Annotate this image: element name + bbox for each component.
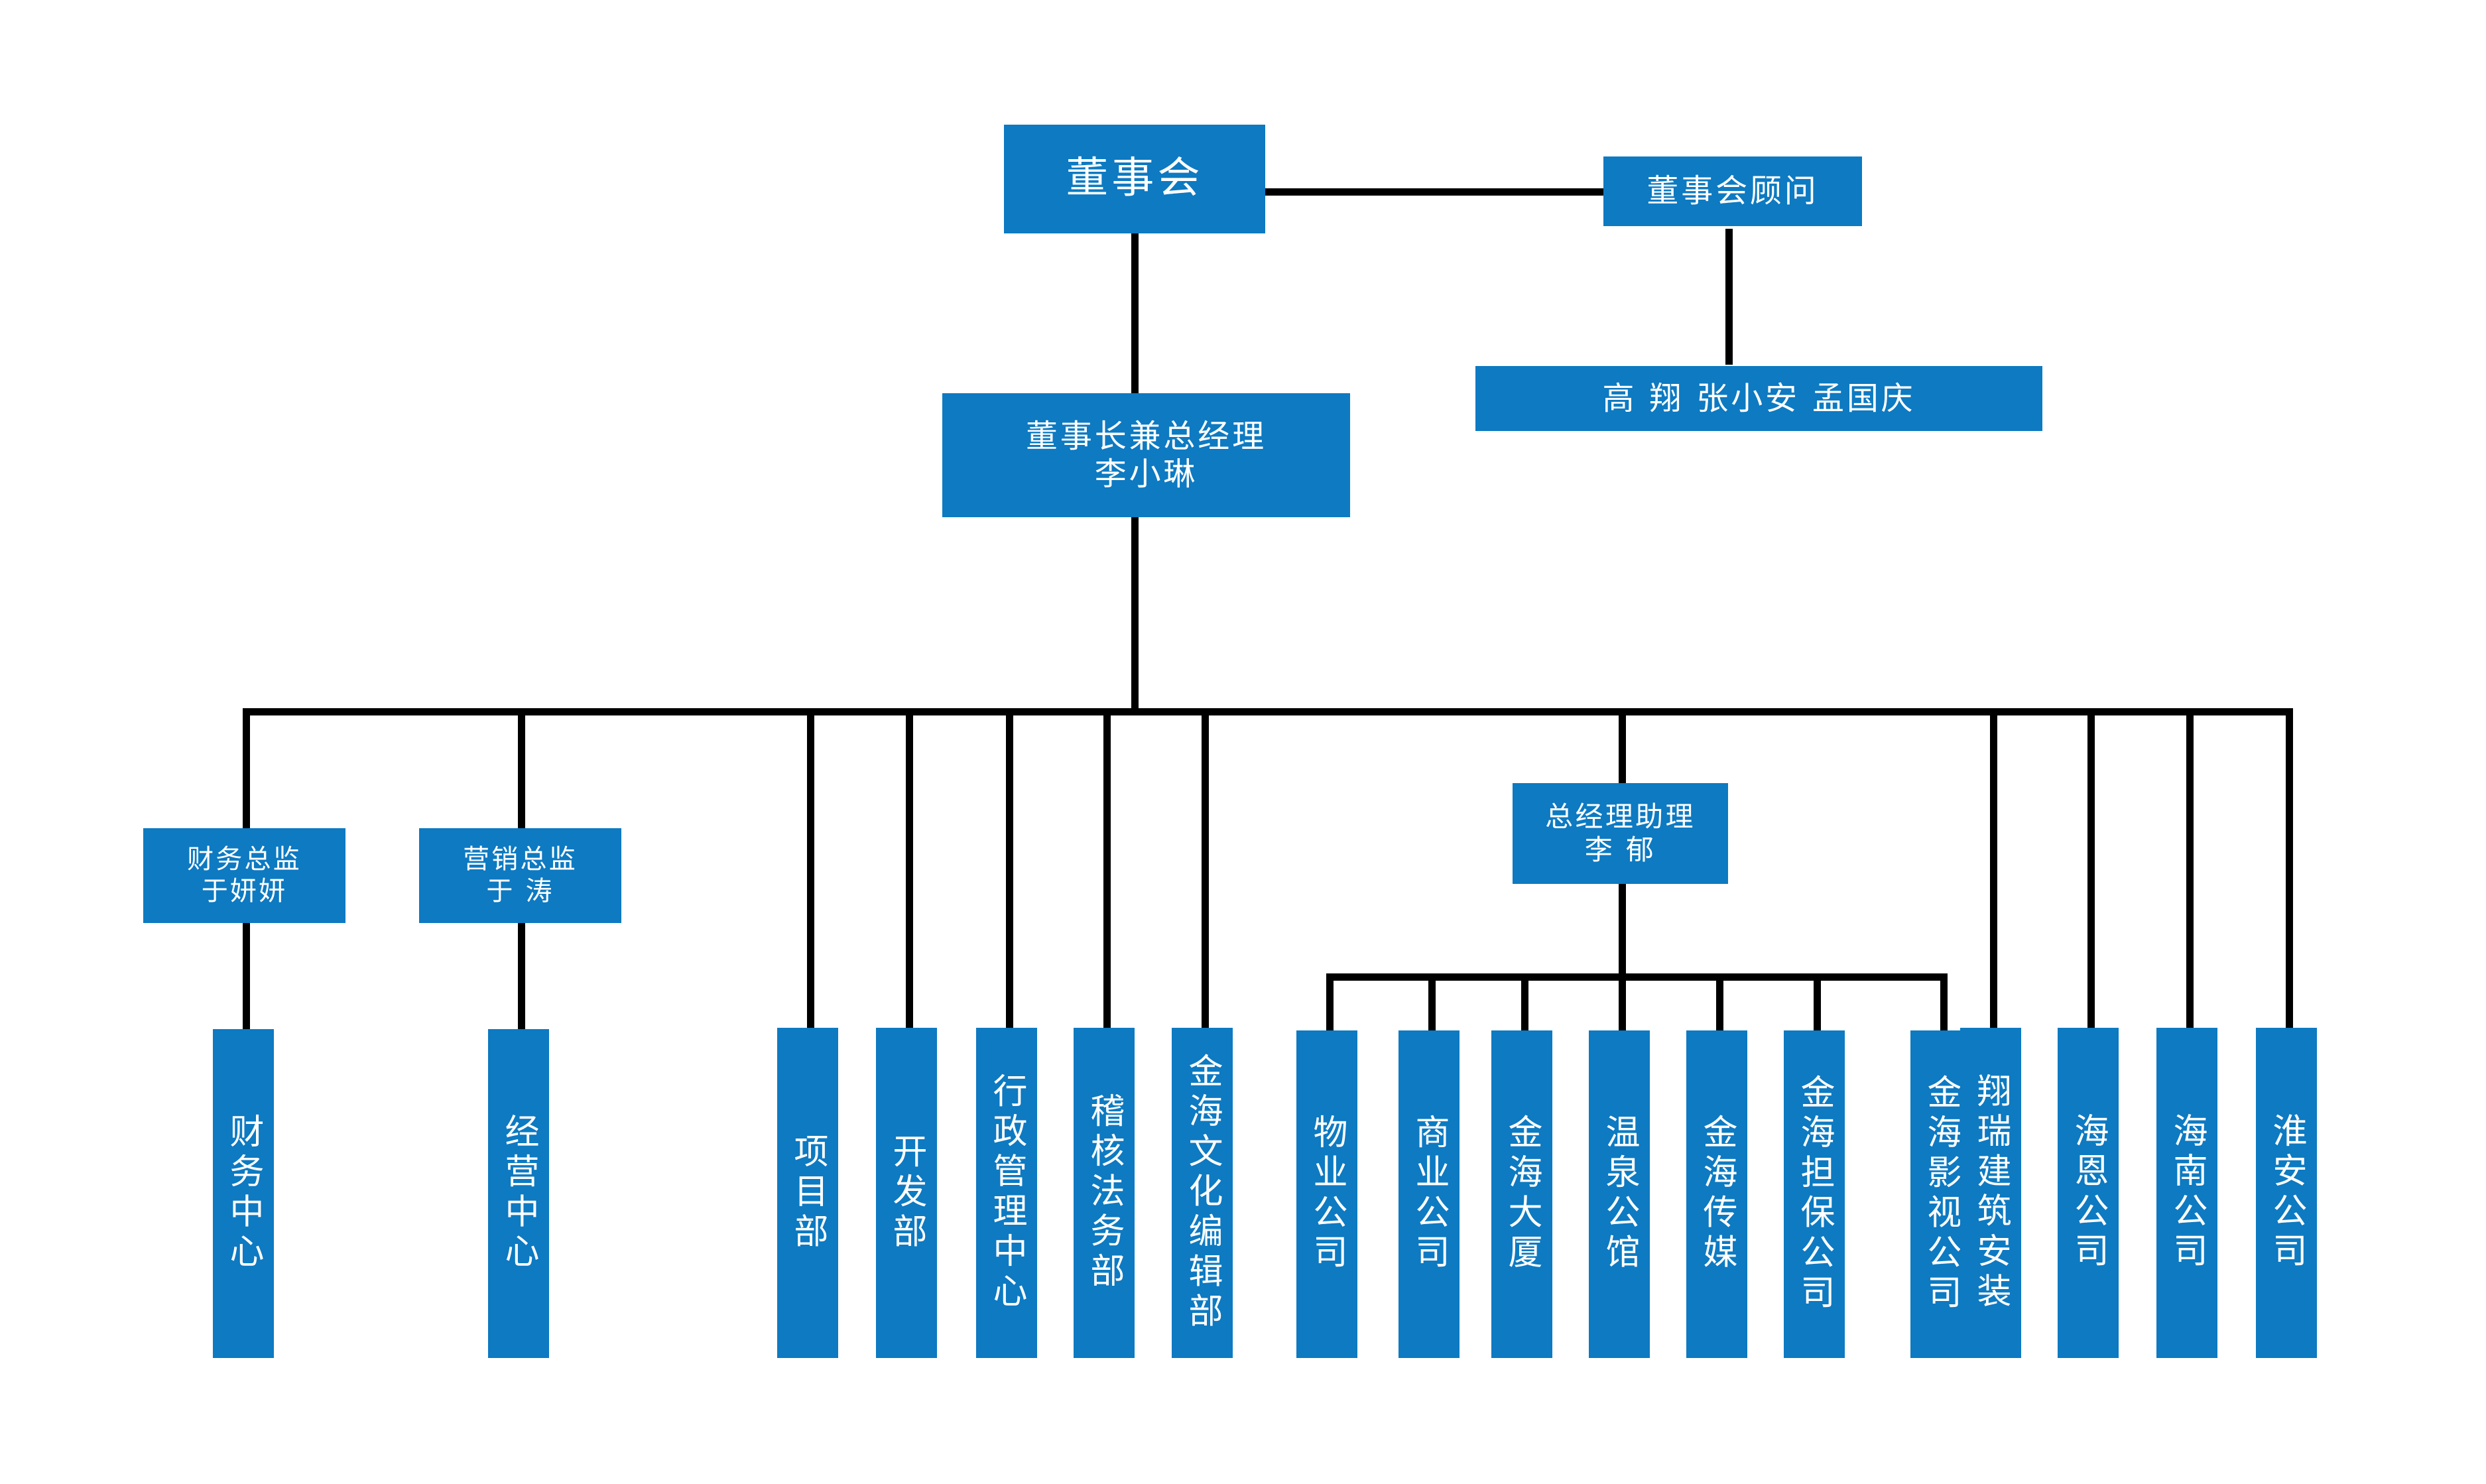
connector-chairman-to-bus — [1131, 517, 1139, 713]
main-horizontal-bus — [243, 708, 2293, 715]
bus-drop-finance-director — [243, 708, 250, 828]
bus-drop-dept-2 — [906, 708, 913, 1028]
node-jinhai-guarantee-company[interactable]: 金海担保公司 — [1784, 1030, 1845, 1358]
node-business-center[interactable]: 经营中心 — [488, 1029, 549, 1358]
bus-drop-dept-5 — [1202, 708, 1209, 1028]
node-board[interactable]: 董事会 — [1004, 125, 1265, 233]
subbus-drop-7 — [1940, 973, 1948, 1030]
subbus-drop-2 — [1428, 973, 1436, 1030]
node-dept-jinhai-culture-editorial-label: 金海文化编辑部 — [1182, 1052, 1222, 1333]
bus-drop-marketing-director — [518, 708, 525, 828]
bus-drop-dept-1 — [807, 708, 814, 1028]
bus-drop-dept-4 — [1103, 708, 1111, 1028]
node-commercial-company[interactable]: 商业公司 — [1398, 1030, 1460, 1358]
subbus-drop-6 — [1814, 973, 1821, 1030]
node-property-company-label: 物业公司 — [1307, 1114, 1347, 1274]
node-haien-company-label: 海恩公司 — [2068, 1113, 2108, 1273]
node-chairman[interactable]: 董事长兼总经理 李小琳 — [942, 393, 1350, 517]
node-commercial-company-label: 商业公司 — [1409, 1114, 1449, 1274]
node-dept-audit-legal[interactable]: 稽核法务部 — [1074, 1028, 1135, 1358]
node-hotspring-mansion[interactable]: 温泉公馆 — [1589, 1030, 1650, 1358]
node-huaian-company-label: 淮安公司 — [2267, 1113, 2306, 1273]
bus-drop-dept-3 — [1006, 708, 1013, 1028]
node-xiangrui-construction-label: 翔瑞建筑安装 — [1971, 1073, 2011, 1313]
node-haien-company[interactable]: 海恩公司 — [2058, 1028, 2119, 1358]
node-dept-project[interactable]: 项目部 — [777, 1028, 838, 1358]
node-board-label: 董事会 — [1066, 154, 1204, 204]
connector-advisor-to-members — [1725, 229, 1733, 365]
node-hotspring-mansion-label: 温泉公馆 — [1599, 1114, 1639, 1274]
node-jinhai-tower-label: 金海大厦 — [1502, 1114, 1542, 1274]
node-finance-director-name: 于妍妍 — [201, 875, 288, 906]
connector-board-to-advisor — [1262, 188, 1607, 196]
node-assistant-gm-name: 李 郁 — [1584, 834, 1656, 866]
node-dept-project-label: 项目部 — [788, 1133, 828, 1253]
subbus-drop-4 — [1619, 973, 1626, 1030]
node-dept-development[interactable]: 开发部 — [876, 1028, 937, 1358]
node-assistant-gm[interactable]: 总经理助理 李 郁 — [1513, 783, 1728, 884]
node-dept-jinhai-culture-editorial[interactable]: 金海文化编辑部 — [1172, 1028, 1233, 1358]
node-xiangrui-construction[interactable]: 翔瑞建筑安装 — [1960, 1028, 2021, 1358]
node-finance-director-title: 财务总监 — [187, 844, 302, 875]
node-marketing-director-name: 于 涛 — [486, 875, 554, 906]
node-marketing-director-title: 营销总监 — [463, 844, 578, 875]
node-jinhai-tower[interactable]: 金海大厦 — [1491, 1030, 1552, 1358]
node-dept-admin-center-label: 行政管理中心 — [987, 1073, 1026, 1313]
node-hainan-company[interactable]: 海南公司 — [2156, 1028, 2217, 1358]
node-jinhai-media-label: 金海传媒 — [1697, 1114, 1737, 1274]
node-advisor-members[interactable]: 高 翔 张小安 孟国庆 — [1475, 366, 2042, 431]
node-jinhai-film-company-label: 金海影视公司 — [1921, 1074, 1961, 1314]
connector-marketing-director-to-center — [518, 923, 525, 1029]
bus-drop-subsidiary-1 — [1990, 708, 1997, 1028]
connector-finance-director-to-center — [243, 923, 250, 1029]
bus-drop-subsidiary-3 — [2186, 708, 2194, 1028]
bus-drop-subsidiary-2 — [2087, 708, 2095, 1028]
node-dept-admin-center[interactable]: 行政管理中心 — [976, 1028, 1037, 1358]
bus-drop-assistant-gm — [1619, 708, 1626, 783]
node-board-advisor-label: 董事会顾问 — [1647, 172, 1819, 210]
node-marketing-director[interactable]: 营销总监 于 涛 — [419, 828, 621, 923]
connector-board-to-chairman — [1131, 232, 1139, 393]
bus-drop-subsidiary-4 — [2286, 708, 2293, 1028]
node-dept-audit-legal-label: 稽核法务部 — [1084, 1093, 1124, 1293]
node-board-advisor[interactable]: 董事会顾问 — [1603, 156, 1862, 226]
subbus-drop-1 — [1326, 973, 1334, 1030]
connector-assistant-gm-to-subbus — [1619, 884, 1626, 980]
node-huaian-company[interactable]: 淮安公司 — [2256, 1028, 2317, 1358]
node-finance-center-label: 财务中心 — [223, 1113, 263, 1274]
subbus-drop-3 — [1521, 973, 1528, 1030]
node-property-company[interactable]: 物业公司 — [1296, 1030, 1357, 1358]
subbus-drop-5 — [1716, 973, 1723, 1030]
node-chairman-name: 李小琳 — [1094, 455, 1198, 493]
node-finance-center[interactable]: 财务中心 — [213, 1029, 274, 1358]
node-finance-director[interactable]: 财务总监 于妍妍 — [143, 828, 345, 923]
assistant-gm-horizontal-bus — [1326, 973, 1946, 981]
node-jinhai-guarantee-company-label: 金海担保公司 — [1794, 1074, 1834, 1314]
node-advisor-members-label: 高 翔 张小安 孟国庆 — [1602, 379, 1916, 417]
node-chairman-title: 董事长兼总经理 — [1026, 417, 1267, 455]
node-jinhai-media[interactable]: 金海传媒 — [1686, 1030, 1747, 1358]
node-dept-development-label: 开发部 — [887, 1133, 926, 1253]
node-business-center-label: 经营中心 — [499, 1113, 538, 1274]
node-hainan-company-label: 海南公司 — [2167, 1113, 2207, 1273]
node-assistant-gm-title: 总经理助理 — [1545, 800, 1696, 834]
